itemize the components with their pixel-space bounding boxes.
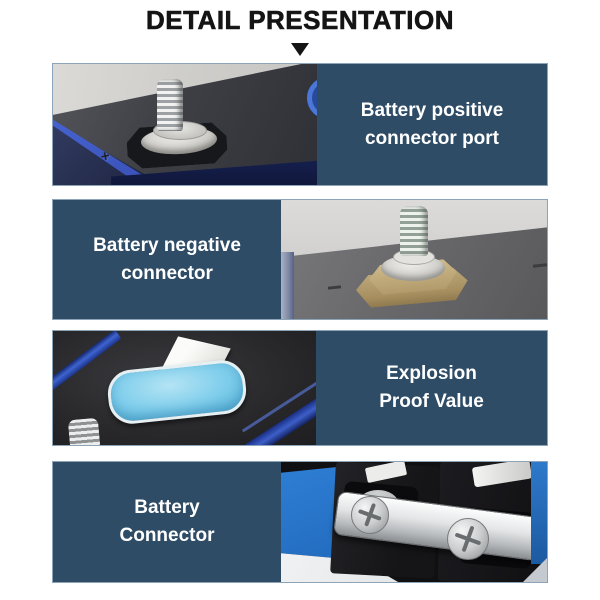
phillips-screw-icon [447,518,489,560]
battery-blue-side-panel [531,462,547,564]
battery-positive-terminal-photo: + [53,64,317,185]
down-arrow-icon [291,43,309,56]
battery-negative-terminal-photo [281,200,547,319]
phillips-screw-icon [351,496,389,534]
detail-row-positive-connector: + Battery positive connector port [52,63,548,186]
battery-busbar-connector-photo [281,462,547,582]
explosion-proof-valve-photo [53,331,316,445]
label-battery-connector: Battery Connector [53,462,281,582]
terminal-stud [400,206,428,256]
battery-corner-edge [281,252,294,319]
page-header: DETAIL PRESENTATION [0,5,600,36]
terminal-stud [157,79,183,131]
terminal-stud [67,417,101,445]
detail-row-negative-connector: Battery negative connector [52,199,548,320]
label-battery-negative: Battery negative connector [53,200,281,319]
detail-row-battery-connector: Battery Connector [52,461,548,583]
label-explosion-valve: Explosion Proof Value [316,331,547,445]
page-title: DETAIL PRESENTATION [145,5,455,36]
detail-row-explosion-valve: Explosion Proof Value [52,330,548,446]
label-battery-positive: Battery positive connector port [317,64,547,185]
